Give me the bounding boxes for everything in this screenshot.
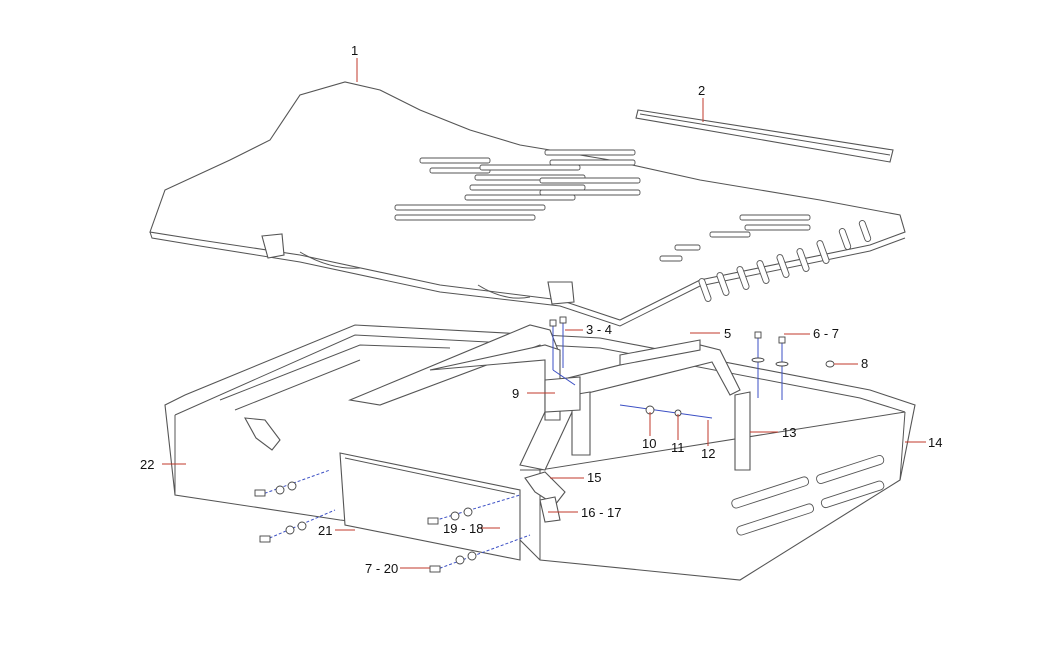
hinge-assembly <box>244 417 566 523</box>
cover-vent-slots <box>394 149 811 262</box>
callout-16-17: 16 - 17 <box>581 505 621 520</box>
cover-bracket-left <box>261 233 285 259</box>
cover-side-louvers <box>698 220 872 302</box>
cover-bracket-right <box>547 281 575 305</box>
cover-handle-right <box>477 284 531 299</box>
callout-8: 8 <box>861 356 868 371</box>
callout-3-4: 3 - 4 <box>586 322 612 337</box>
hardware-fasteners <box>254 316 835 573</box>
callout-labels: 1 2 3 - 4 5 6 - 7 8 9 10 11 12 13 14 15 … <box>140 43 942 576</box>
callout-6-7: 6 - 7 <box>813 326 839 341</box>
callout-15: 15 <box>587 470 601 485</box>
part-21-panel <box>339 452 521 561</box>
callout-9: 9 <box>512 386 519 401</box>
callout-1: 1 <box>351 43 358 58</box>
part-1-cover <box>149 81 906 327</box>
callout-12: 12 <box>701 446 715 461</box>
callout-11: 11 <box>671 440 685 455</box>
callout-21: 21 <box>318 523 332 538</box>
part-13-frame <box>348 324 751 471</box>
callout-14: 14 <box>928 435 942 450</box>
callout-22: 22 <box>140 457 154 472</box>
callout-13: 13 <box>782 425 796 440</box>
part-2-rail <box>635 109 894 163</box>
callout-10: 10 <box>642 436 656 451</box>
callout-2: 2 <box>698 83 705 98</box>
callout-7-20: 7 - 20 <box>365 561 398 576</box>
cover-handle-left <box>299 251 361 269</box>
callout-5: 5 <box>724 326 731 341</box>
leader-lines <box>162 58 926 569</box>
callout-19-18: 19 - 18 <box>443 521 483 536</box>
